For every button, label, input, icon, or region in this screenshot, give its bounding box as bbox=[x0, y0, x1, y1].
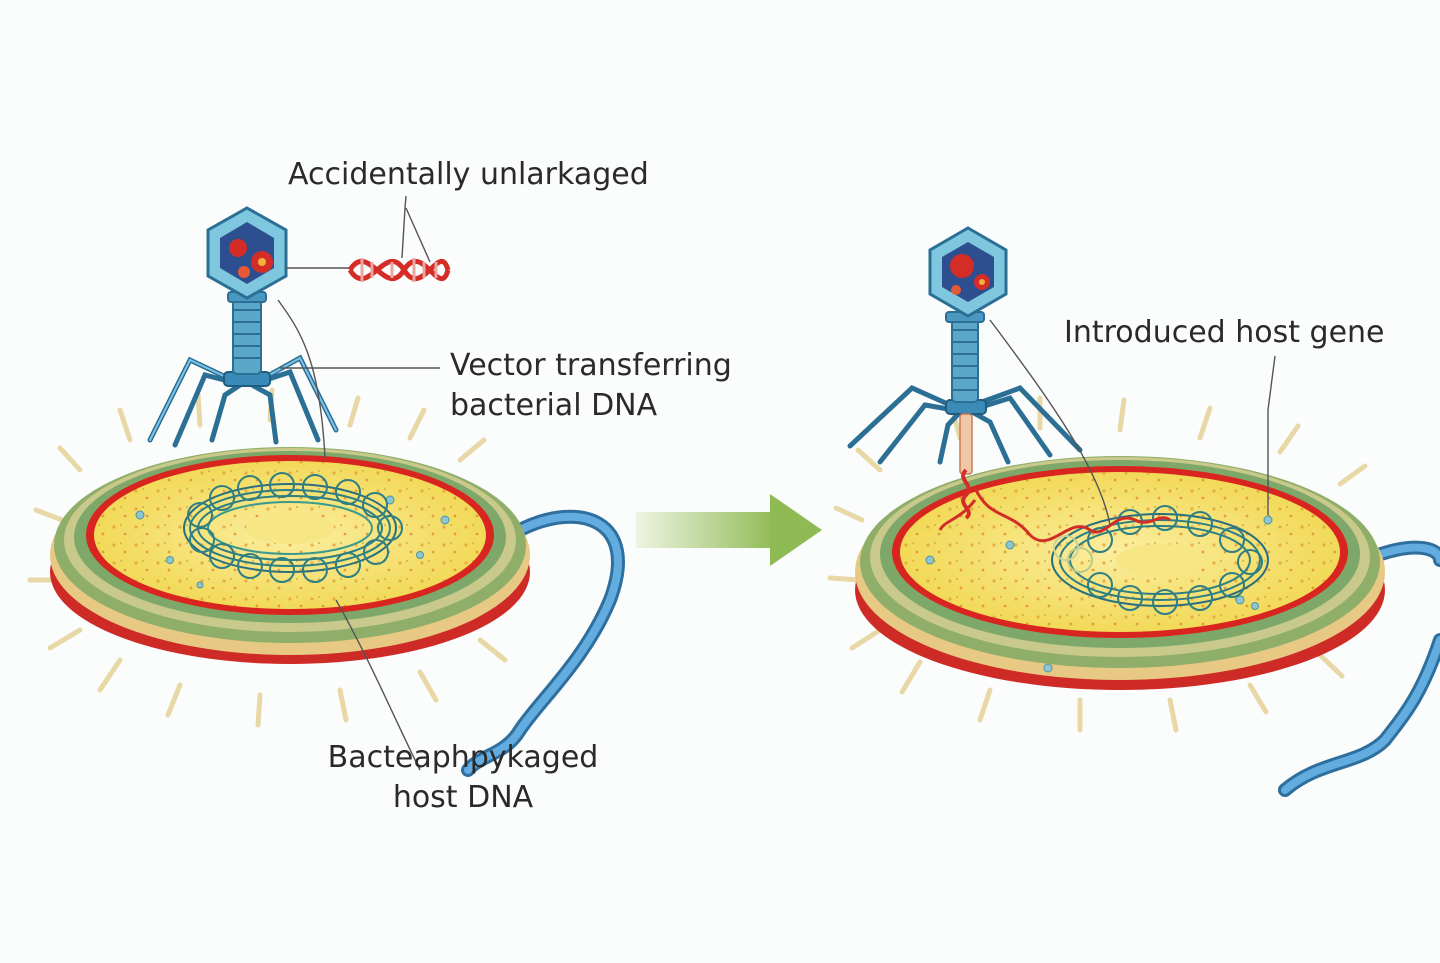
left-bacterium bbox=[27, 387, 625, 777]
right-leader-lines bbox=[989, 319, 1276, 526]
label-accidentally-unpackaged: Accidentally unlarkaged bbox=[288, 157, 649, 192]
label-vector-line2: bacterial DNA bbox=[450, 388, 658, 423]
right-bacterium bbox=[827, 395, 1440, 797]
transition-arrow-icon bbox=[636, 494, 822, 566]
left-leader-lines bbox=[277, 195, 440, 771]
right-nucleoid-icon bbox=[1051, 505, 1269, 615]
right-pili bbox=[827, 395, 1368, 733]
left-pili bbox=[27, 387, 508, 728]
dna-helix-icon bbox=[347, 258, 451, 282]
label-bacteriophage-line1: Bacteaphpykaged bbox=[327, 740, 599, 775]
label-introduced-host-gene: Introduced host gene bbox=[1064, 315, 1385, 350]
label-bacteriophage-packaged: Bacteaphpykaged host DNA bbox=[318, 738, 608, 818]
right-bacteriophage-icon bbox=[847, 226, 1083, 520]
label-bacteriophage-line2: host DNA bbox=[392, 780, 534, 815]
left-bacteriophage-icon bbox=[147, 206, 339, 448]
label-vector-line1: Vector transferring bbox=[450, 348, 732, 383]
left-nucleoid-icon bbox=[183, 472, 403, 583]
label-vector-transferring: Vector transferring bacterial DNA bbox=[450, 346, 732, 426]
